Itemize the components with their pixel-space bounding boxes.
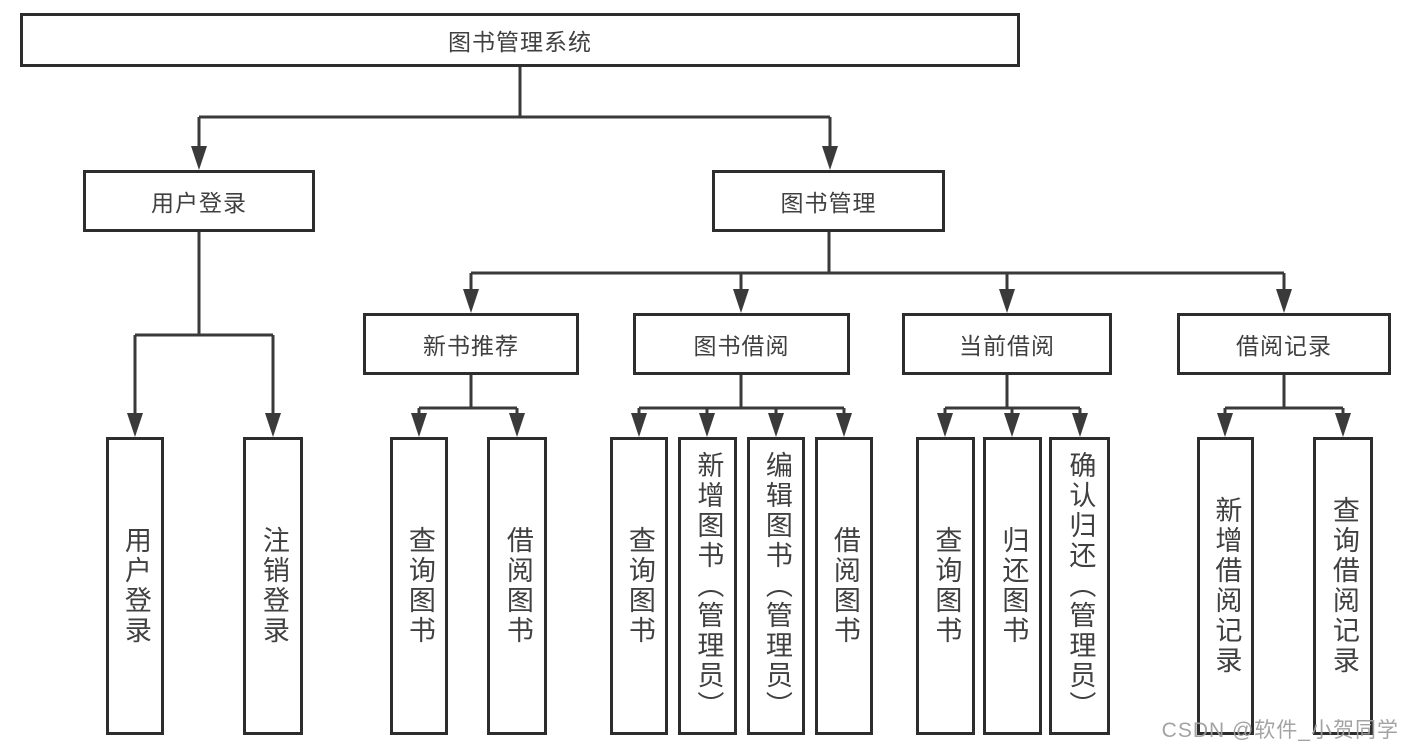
leaf-bb-edit-books-admin: 编辑图书（管理员） [747,437,805,735]
connector-bookmgmt-to-level3 [469,232,1286,293]
leaf-nbr-borrow-books: 借阅图书 [487,437,547,735]
leaf-br-query-record: 查询借阅记录 [1313,437,1373,735]
leaf-user-login: 用户登录 [106,437,164,735]
arrowhead [1276,289,1292,313]
node-label: 确认归还（管理员） [1065,451,1096,721]
node-label: 查询图书 [931,526,962,646]
node-label: 图书借阅 [693,333,790,359]
node-book-borrowing: 图书借阅 [633,313,850,375]
arrowhead [127,413,143,437]
node-label: 查询图书 [624,526,655,646]
leaf-cb-query-books: 查询图书 [916,437,975,735]
arrowhead [836,413,852,437]
leaf-br-add-record: 新增借阅记录 [1197,437,1254,735]
arrowhead [937,413,953,437]
arrowhead [631,413,647,437]
leaf-bb-query-books: 查询图书 [610,437,668,735]
arrowhead [191,146,207,170]
leaf-cb-return-books: 归还图书 [983,437,1042,735]
connector-currentborrow-to-leaves [943,375,1082,417]
node-user-login: 用户登录 [83,170,315,232]
node-new-book-recommend: 新书推荐 [363,313,579,375]
node-label: 归还图书 [998,526,1029,646]
leaf-bb-add-books-admin: 新增图书（管理员） [678,437,737,735]
arrowhead [1217,413,1233,437]
node-system-root: 图书管理系统 [20,13,1020,67]
connector-borrowrecords-to-leaves [1223,375,1345,417]
arrowhead [768,413,784,437]
node-label: 图书管理系统 [448,29,592,55]
arrowhead [822,146,838,170]
node-label: 当前借阅 [959,333,1055,359]
arrowhead [509,413,525,437]
connector-newbookrec-to-leaves [417,375,519,417]
node-label: 借阅图书 [502,526,533,646]
arrowhead [411,413,427,437]
leaf-cb-confirm-return-admin: 确认归还（管理员） [1049,437,1110,735]
arrowhead [733,289,749,313]
arrowhead [1335,413,1351,437]
node-label: 注销登录 [258,526,289,646]
node-current-borrowing: 当前借阅 [902,313,1112,375]
arrowhead [699,413,715,437]
connector-bookborrow-to-leaves [637,375,846,417]
node-label: 图书管理 [780,190,877,216]
watermark: CSDN @软件_小贺同学 [1161,719,1399,742]
node-label: 借阅图书 [829,526,860,646]
node-label: 编辑图书（管理员） [761,451,792,721]
node-label: 查询借阅记录 [1328,496,1359,676]
node-label: 用户登录 [151,190,247,216]
node-label: 用户登录 [120,526,151,646]
connector-root-to-level2 [197,67,832,150]
leaf-logout: 注销登录 [243,437,303,735]
leaf-bb-borrow-books: 借阅图书 [815,437,873,735]
node-book-management: 图书管理 [712,170,945,232]
arrowhead [463,289,479,313]
node-label: 新书推荐 [423,333,519,359]
node-borrow-records: 借阅记录 [1177,313,1391,375]
arrowhead [1004,413,1020,437]
arrowhead [999,289,1015,313]
connector-userlogin-to-leaves [133,232,275,417]
node-label: 借阅记录 [1236,333,1332,359]
arrowhead [265,413,281,437]
node-label: 查询图书 [404,526,435,646]
node-label: 新增借阅记录 [1211,496,1242,676]
node-label: 新增图书（管理员） [693,451,724,721]
leaf-nbr-query-books: 查询图书 [390,437,448,735]
arrowhead [1072,413,1088,437]
